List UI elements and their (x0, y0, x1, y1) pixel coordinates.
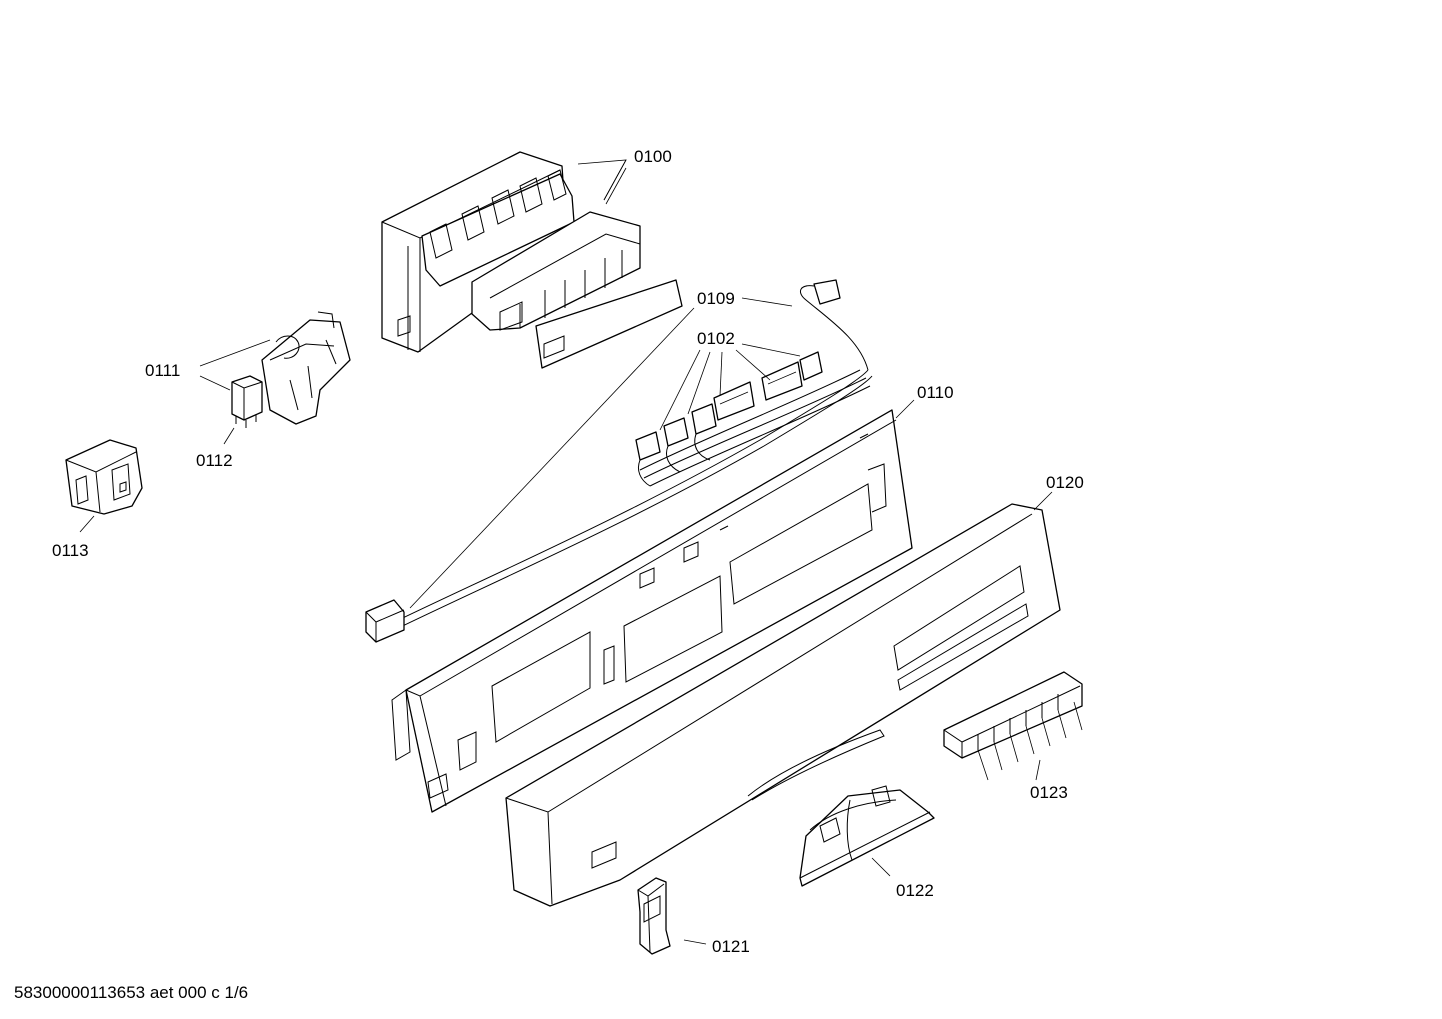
part-0110-mounting-frame (391, 409, 913, 813)
part-0102-harness-connectors (635, 351, 871, 487)
part-0120-front-panel (505, 503, 1061, 907)
leader-lines (79, 159, 1083, 945)
part-0122-handle (799, 785, 935, 887)
callout-0120: 0120 (1046, 473, 1084, 492)
part-0100-control-module (381, 151, 641, 353)
callout-0112: 0112 (196, 451, 233, 470)
callout-labels: 0100 0109 0102 0110 0111 0112 0113 0120 … (52, 147, 1084, 956)
callout-0100: 0100 (634, 147, 672, 166)
callout-0102: 0102 (697, 329, 735, 348)
part-0100-label-foil (535, 279, 683, 369)
part-0112-relay (231, 375, 263, 428)
part-0113-sensor-block (65, 439, 143, 515)
part-0109-cable (365, 279, 873, 643)
part-0123-button-row (943, 671, 1083, 759)
callout-0123: 0123 (1030, 783, 1068, 802)
callout-0110: 0110 (917, 383, 954, 402)
callout-0122: 0122 (896, 881, 934, 900)
drawing-reference-footer: 58300000113653 aet 000 c 1/6 (14, 983, 248, 1002)
callout-0111: 0111 (145, 361, 180, 380)
part-0111-switch (261, 311, 351, 425)
callout-0113: 0113 (52, 541, 89, 560)
part-0121-latch (637, 877, 671, 955)
callout-0121: 0121 (712, 937, 750, 956)
callout-0109: 0109 (697, 289, 735, 308)
